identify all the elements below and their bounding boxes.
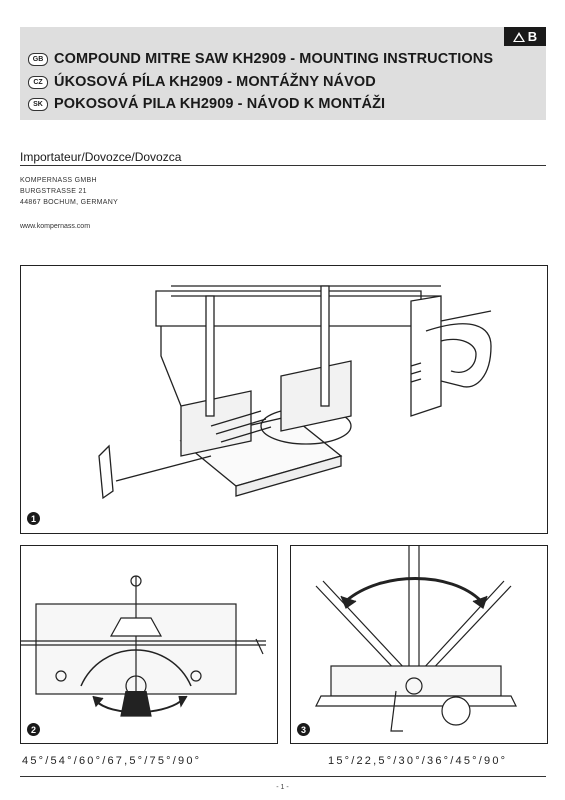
title-sk: SK POKOSOVÁ PILA KH2909 - NÁVOD K MONTÁŽ… — [28, 96, 385, 112]
figure-1-panel: 1 — [20, 265, 548, 534]
section-badge: B — [504, 27, 546, 46]
figure-1-number: 1 — [27, 512, 40, 525]
mitre-table-top-view — [21, 575, 266, 717]
figure-2-angles: 45°/54°/60°/67,5°/75°/90° — [22, 755, 202, 767]
lang-gb-icon: GB — [28, 52, 48, 66]
divider — [20, 165, 546, 166]
address-line-1: KOMPERNASS GMBH — [20, 177, 97, 184]
figure-2-panel: 2 — [20, 545, 278, 744]
warning-triangle-icon — [512, 31, 525, 42]
figure-3-angles: 15°/22,5°/30°/36°/45°/90° — [328, 755, 508, 767]
title-sk-text: POKOSOVÁ PILA KH2909 - NÁVOD K MONTÁŽI — [54, 96, 386, 112]
website-link[interactable]: www.kompernass.com — [20, 223, 91, 230]
address-line-3: 44867 BOCHUM, GERMANY — [20, 199, 119, 206]
mitre-saw-illustration — [98, 285, 492, 500]
page-number: - 1 - — [276, 784, 289, 791]
importer-heading: Importateur/Dovozce/Dovozca — [20, 150, 182, 164]
figure-2-number: 2 — [27, 723, 40, 736]
lang-cz-icon: CZ — [28, 75, 48, 89]
bevel-adjustment-view — [315, 546, 517, 732]
figure-3-number: 3 — [297, 723, 310, 736]
badge-label: B — [527, 29, 538, 44]
figure-3-panel: 3 — [290, 545, 548, 744]
title-gb-text: COMPOUND MITRE SAW KH2909 - MOUNTING INS… — [54, 51, 494, 67]
title-cz: CZ ÚKOSOVÁ PÍLA KH2909 - MONTÁŽNY NÁVOD — [28, 74, 376, 90]
address-line-2: BURGSTRASSE 21 — [20, 188, 87, 195]
footer-divider — [20, 776, 546, 777]
lang-sk-icon: SK — [28, 97, 48, 111]
header-banner: B GB COMPOUND MITRE SAW KH2909 - MOUNTIN… — [20, 27, 546, 120]
title-cz-text: ÚKOSOVÁ PÍLA KH2909 - MONTÁŽNY NÁVOD — [54, 74, 376, 90]
title-gb: GB COMPOUND MITRE SAW KH2909 - MOUNTING … — [28, 51, 493, 67]
